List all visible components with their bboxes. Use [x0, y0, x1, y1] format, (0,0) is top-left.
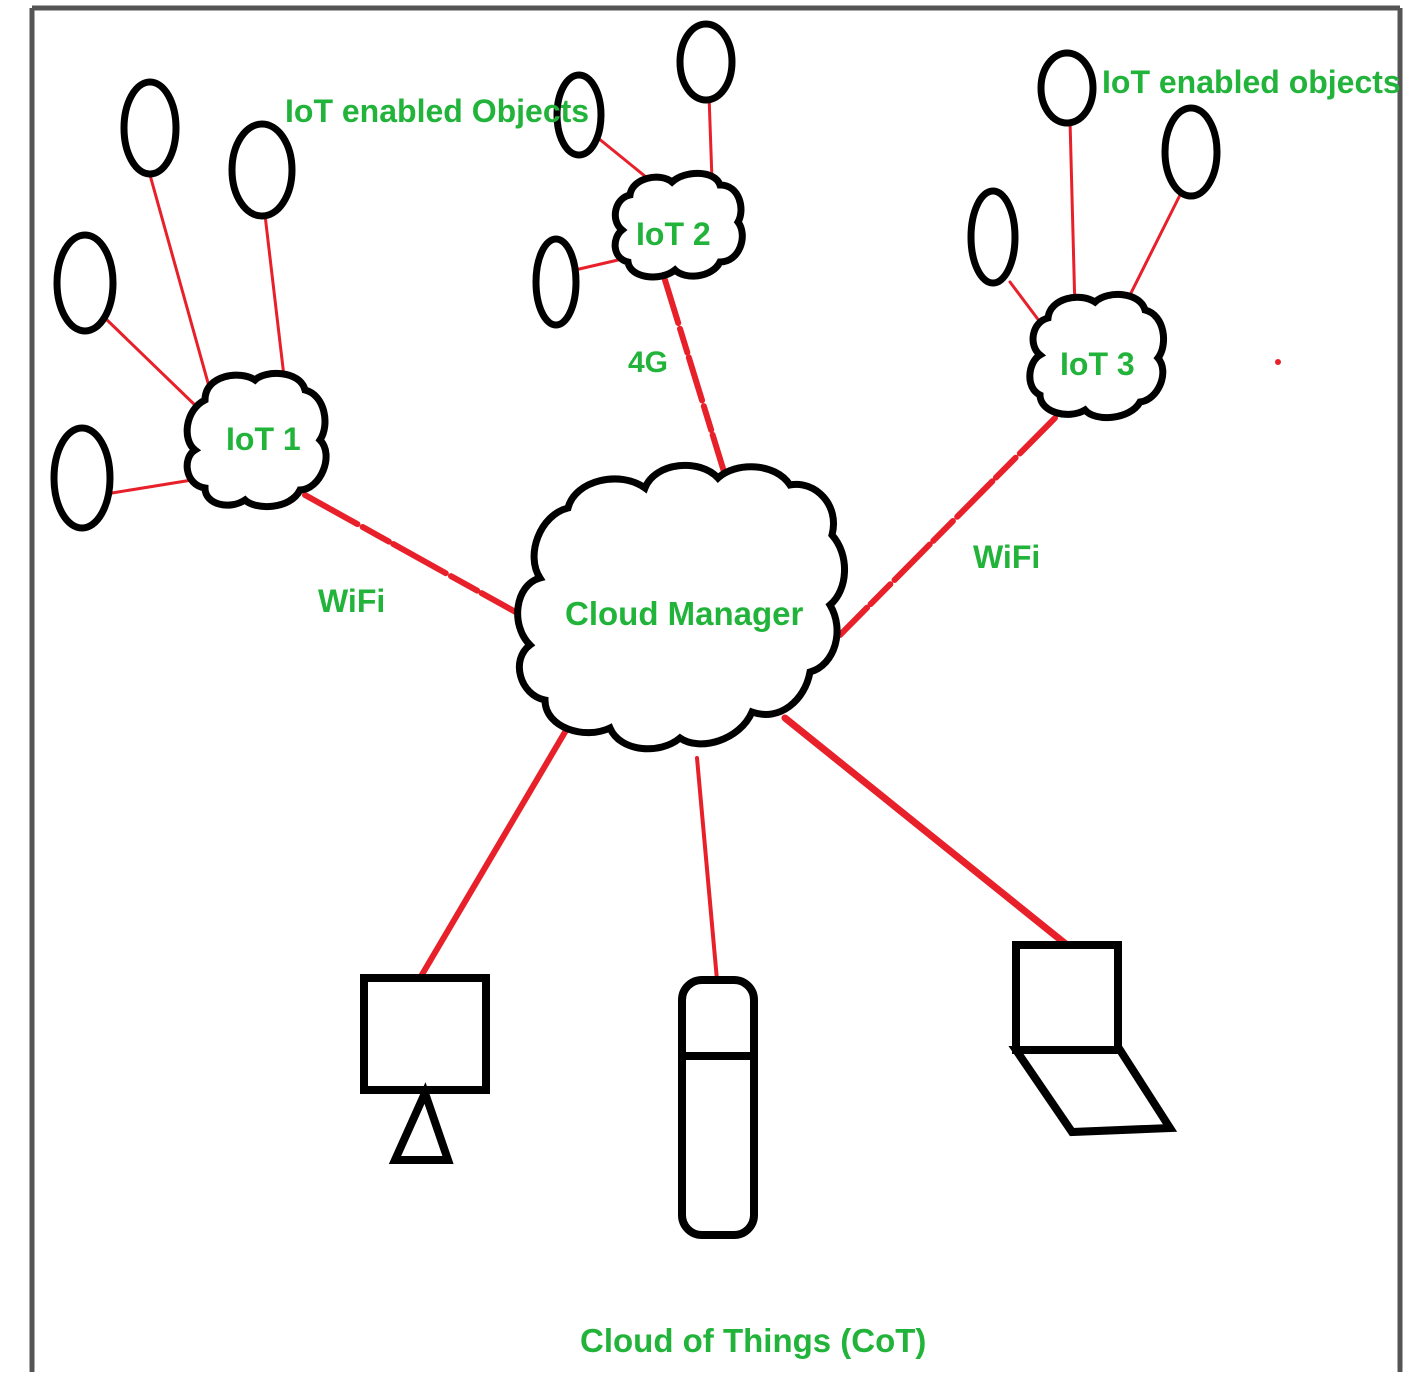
link-label-iot3: WiFi	[973, 539, 1040, 575]
objects-annotation-right: IoT enabled objects	[1102, 64, 1401, 100]
gateway-links	[302, 277, 1058, 638]
iot-objects-group-1	[50, 78, 296, 532]
iot-object-oval	[228, 120, 296, 220]
iot-object-oval	[967, 187, 1019, 287]
iot-objects-group-2	[532, 20, 736, 329]
iot-object-oval	[532, 235, 580, 329]
hub-label: Cloud Manager	[565, 595, 804, 632]
device-links	[417, 707, 1071, 982]
link-label-iot2: 4G	[628, 346, 668, 379]
laptop-icon	[1008, 941, 1178, 1137]
iot-object-oval	[676, 20, 736, 104]
desktop-monitor-icon	[360, 974, 490, 1164]
iot-object-oval	[1037, 49, 1097, 127]
stray-dot	[1275, 359, 1281, 365]
gateway-label-iot1: IoT 1	[226, 421, 301, 457]
cloud-manager-cloud	[514, 461, 848, 753]
gateway-label-iot2: IoT 2	[636, 216, 711, 252]
gateway-cloud-iot2	[611, 169, 746, 281]
gateway-cloud-iot3	[1026, 290, 1168, 422]
iot-object-oval	[553, 71, 605, 159]
link-label-iot1: WiFi	[318, 583, 385, 619]
gateway-label-iot3: IoT 3	[1060, 346, 1135, 382]
diagram-title: Cloud of Things (CoT)	[580, 1322, 926, 1359]
diagram-frame	[29, 5, 1403, 1372]
iot-objects-group-3	[967, 49, 1221, 287]
gateway-cloud-iot1	[183, 369, 330, 511]
iot-object-oval	[1161, 104, 1221, 200]
objects-annotation-left: IoT enabled Objects	[285, 93, 589, 129]
iot-object-oval	[53, 231, 117, 335]
iot-object-oval	[120, 78, 180, 178]
mobile-phone-icon	[678, 976, 758, 1239]
object-links	[103, 93, 1182, 495]
iot-object-oval	[50, 424, 114, 532]
